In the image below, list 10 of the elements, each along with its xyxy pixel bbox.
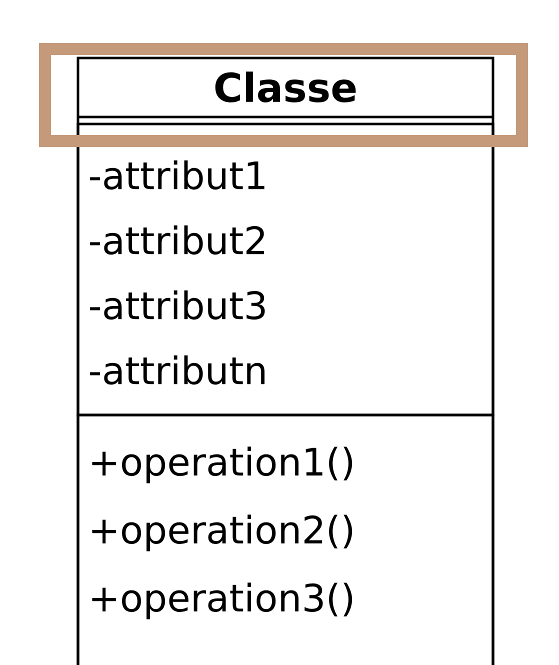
operation-compartment xyxy=(76,414,494,665)
attribute-text: -attributn xyxy=(90,355,264,385)
attribute-text: -attribut1 xyxy=(90,160,264,190)
attribute-text: -attribut2 xyxy=(90,225,264,255)
operation-text: +operation3() xyxy=(92,582,352,620)
attribute-text: -attribut3 xyxy=(90,290,265,320)
class-name: Classe xyxy=(215,72,356,102)
operation-text: +operation1() xyxy=(92,446,352,484)
attribute-compartment xyxy=(76,122,494,416)
operation-text: +operation2() xyxy=(92,514,352,552)
